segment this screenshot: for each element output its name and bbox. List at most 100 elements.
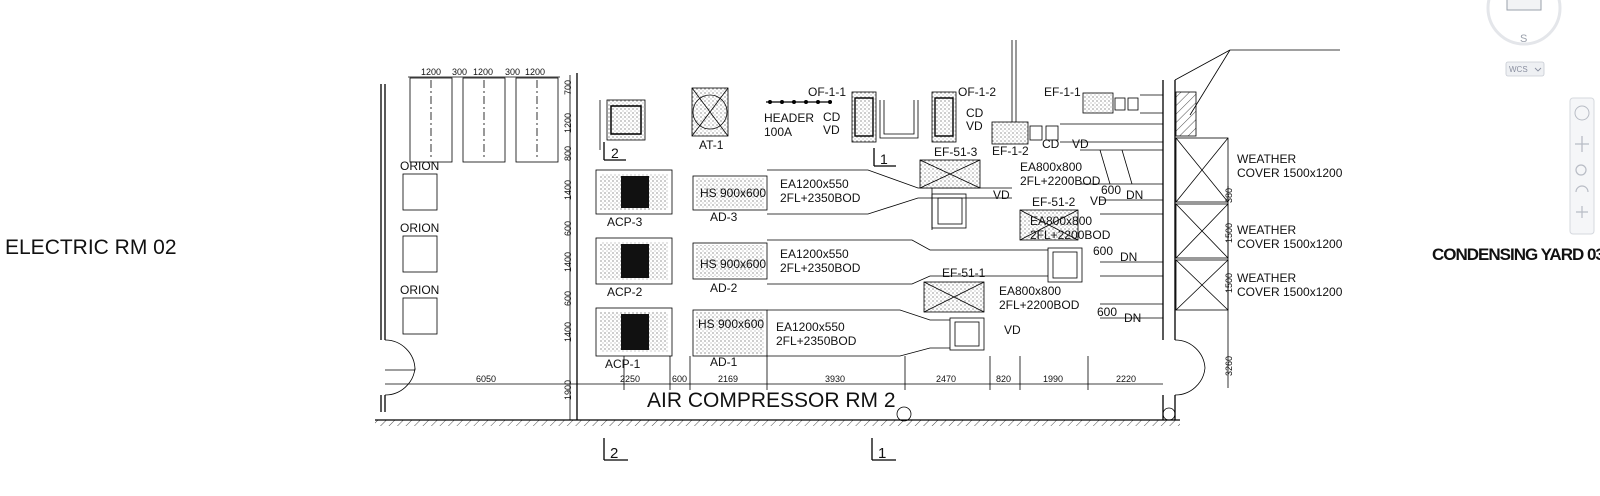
dim-bottom-5: 3930 (825, 374, 845, 384)
dim-right-1: 380 (1224, 188, 1234, 203)
ef-51-1-label: EF-51-1 (942, 266, 986, 280)
ef-51-3-label: EF-51-3 (934, 145, 978, 159)
dim-left-9: 1900 (563, 380, 573, 400)
ad-1-label: AD-1 (710, 355, 738, 369)
ad-2-label: AD-2 (710, 281, 738, 295)
ef-51-3-fan (919, 159, 981, 189)
dim-top-2: 300 (452, 67, 467, 77)
dim-left-3: 800 (563, 146, 573, 161)
ad-3-label: AD-3 (710, 210, 738, 224)
ea-upper-line2: 2FL+2200BOD (1020, 174, 1101, 188)
section-mark-2-top: 2 (611, 145, 619, 161)
dim-bottom-7: 820 (996, 374, 1011, 384)
acp-1-label: ACP-1 (605, 357, 641, 371)
vd-lower: VD (1004, 323, 1021, 337)
dim-bottom-8: 1990 (1043, 374, 1063, 384)
navigation-bar[interactable] (1569, 97, 1595, 235)
acp-3-label: ACP-3 (607, 215, 643, 229)
of-1-1-unit (851, 91, 877, 143)
weather-louvers (1175, 91, 1229, 311)
vd-right-upper: VD (1090, 194, 1107, 208)
ef-1-2-vd: VD (1072, 137, 1089, 151)
walls (380, 40, 1340, 420)
dim-left-6: 1400 (563, 252, 573, 272)
chevron-down-icon (1534, 67, 1542, 72)
ef-1-1-fan (1082, 92, 1163, 114)
row-acp-3 (595, 169, 1012, 230)
dim-bottom-6: 2470 (936, 374, 956, 384)
show-motion-icon[interactable] (1576, 206, 1588, 218)
weather-line2: COVER 1500x1200 (1237, 237, 1343, 251)
room-label-air-compressor: AIR COMPRESSOR RM 2 (647, 389, 896, 412)
section-mark-1-top: 1 (880, 151, 888, 167)
ea-2-line1: EA1200x550 (780, 247, 849, 261)
ef-51-2-label: EF-51-2 (1032, 195, 1076, 209)
weather-line1: WEATHER (1237, 152, 1296, 166)
dim-top-3: 1200 (473, 67, 493, 77)
ea-lower-line1: EA800x800 (999, 284, 1061, 298)
ef-1-2-cd: CD (1042, 137, 1060, 151)
of-1-2-cd: CD (966, 106, 984, 120)
of-1-1-vd: VD (823, 123, 840, 137)
dn-lower: DN (1124, 311, 1141, 325)
ea-upper-line1: EA800x800 (1020, 160, 1082, 174)
ef-1-2-fan (991, 121, 1163, 145)
ea-1-line1: EA1200x550 (776, 320, 845, 334)
ea-2-line2: 2FL+2350BOD (780, 261, 861, 275)
header-pipe (766, 100, 832, 104)
dn-mid: DN (1120, 250, 1137, 264)
ea-mid-line1: EA800x800 (1030, 214, 1092, 228)
dim-left-8: 1400 (563, 322, 573, 342)
upper-duct-run (1080, 149, 1163, 319)
zoom-icon[interactable] (1575, 164, 1587, 176)
of-1-1-label: OF-1-1 (808, 85, 846, 99)
dim-left-7: 600 (563, 291, 573, 306)
of-1-1-cd: CD (823, 110, 841, 124)
dim-bottom-3: 600 (672, 374, 687, 384)
top-left-unit (599, 99, 646, 150)
row-acp-2 (595, 237, 1083, 285)
pan-icon[interactable] (1575, 136, 1589, 152)
of-1-2-unit (931, 91, 957, 143)
dim-bottom-1: 6050 (476, 374, 496, 384)
ea-1-line2: 2FL+2350BOD (776, 334, 857, 348)
dim-right-3: 1500 (1224, 273, 1234, 293)
section-mark-1-bottom: 1 (878, 445, 886, 462)
dim-top-1: 1200 (421, 67, 441, 77)
steering-wheel-icon[interactable] (1574, 105, 1590, 121)
ef-51-1-fan (923, 281, 985, 313)
dim-bottom-2: 2250 (620, 374, 640, 384)
row-acp-1 (595, 307, 985, 357)
section-mark-2-bottom: 2 (610, 445, 618, 462)
weather-line1: WEATHER (1237, 271, 1296, 285)
viewcube[interactable]: S (1486, 0, 1562, 46)
orbit-icon[interactable] (1575, 185, 1589, 193)
size-600-mid: 600 (1093, 244, 1113, 258)
at-1-tank (691, 87, 729, 137)
ea-mid-line2: 2FL+2200BOD (1030, 228, 1111, 242)
header-line2: 100A (764, 125, 792, 139)
dim-bottom-9: 2220 (1116, 374, 1136, 384)
wcs-label: WCS (1509, 65, 1528, 74)
dn-upper: DN (1126, 188, 1143, 202)
size-600-upper: 600 (1101, 183, 1121, 197)
door-swings (384, 339, 1206, 396)
of-1-2-vd: VD (966, 119, 983, 133)
weather-line2: COVER 1500x1200 (1237, 285, 1343, 299)
section-marks (603, 142, 1176, 461)
of-duct-link (879, 100, 919, 139)
electrical-panels (402, 77, 559, 335)
ef-1-1-label: EF-1-1 (1044, 85, 1081, 99)
header-line1: HEADER (764, 111, 814, 125)
wcs-dropdown[interactable]: WCS (1505, 61, 1545, 77)
weather-line1: WEATHER (1237, 223, 1296, 237)
dim-top-4: 300 (505, 67, 520, 77)
